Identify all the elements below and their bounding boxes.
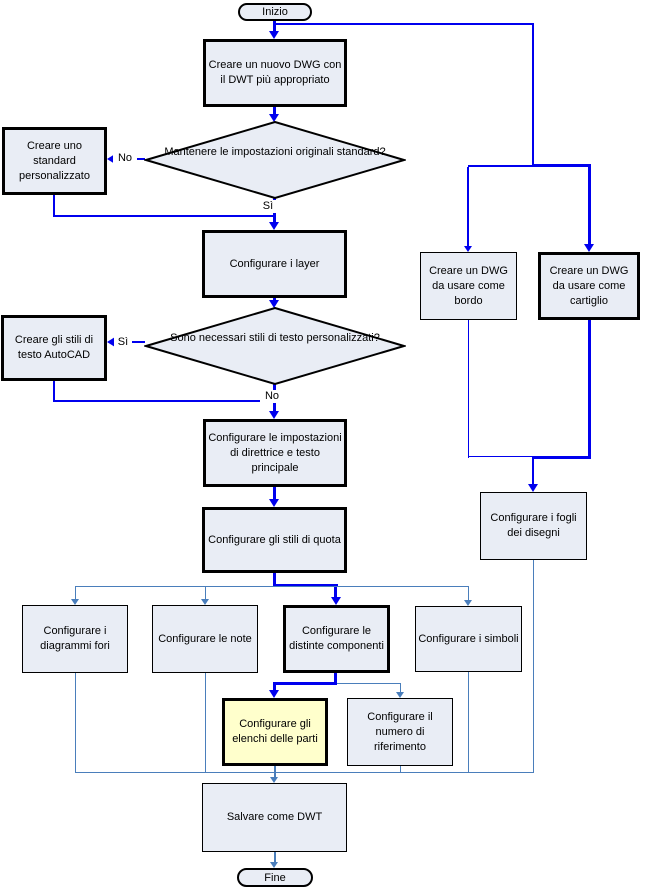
arrowhead-down-icon [269, 300, 279, 308]
node-configure-symbols: Configurare i simboli [415, 606, 522, 672]
arrowhead-down-icon [269, 114, 279, 122]
connector-line [75, 586, 76, 599]
connector-line [334, 584, 337, 597]
edge-label-no-1: No [113, 152, 137, 165]
connector-line [588, 320, 591, 458]
arrowhead-down-icon [464, 246, 472, 252]
arrowhead-down-icon [269, 499, 279, 507]
edge-label-yes-2: Sì [114, 336, 132, 349]
arrowhead-down-icon [270, 862, 278, 868]
arrowhead-down-icon [464, 600, 472, 606]
connector-line [75, 673, 76, 773]
arrowhead-down-icon [396, 692, 404, 698]
arrowhead-down-icon [584, 244, 594, 252]
node-configure-hole-charts: Configurare i diagrammi fori [22, 605, 128, 673]
connector-line [274, 852, 276, 862]
connector-line [467, 167, 469, 246]
connector-line [75, 586, 469, 587]
node-configure-dim-styles: Configurare gli stili di quota [202, 507, 347, 573]
connector-line [532, 456, 591, 459]
node-start: Inizio [238, 3, 312, 21]
decision-keep-standard-shape [144, 121, 406, 199]
connector-line [273, 107, 276, 114]
connector-line [468, 320, 469, 458]
node-configure-balloons: Configurare il numero di riferimento [347, 698, 453, 766]
connector-line [53, 215, 275, 217]
connector-line [205, 673, 206, 773]
connector-line [400, 766, 401, 773]
connector-line [334, 673, 337, 685]
connector-line [400, 683, 401, 692]
arrowhead-down-icon [71, 599, 79, 605]
connector-line [273, 584, 338, 587]
connector-line [273, 573, 276, 587]
arrowhead-left-icon [107, 154, 115, 164]
edge-label-yes-1: Sì [259, 200, 277, 213]
connector-line [53, 400, 275, 402]
connector-line [273, 21, 276, 31]
connector-line [337, 683, 401, 684]
node-configure-bom: Configurare le distinte componenti [283, 605, 390, 673]
connector-line [532, 457, 534, 484]
connector-line [53, 381, 55, 402]
connector-line [205, 586, 206, 599]
node-configure-layers: Configurare i layer [202, 230, 347, 298]
node-dwg-border: Creare un DWG da usare come bordo [420, 252, 517, 320]
arrowhead-down-icon [269, 411, 279, 419]
node-configure-notes: Configurare le note [152, 605, 258, 673]
connector-line [75, 772, 534, 773]
node-configure-leader-text: Configurare le impostazioni di direttric… [203, 419, 347, 487]
arrowhead-left-icon [107, 337, 115, 347]
node-configure-sheets: Configurare i fogli dei disegni [480, 492, 587, 560]
connector-line [533, 560, 534, 773]
node-configure-parts-lists: Configurare gli elenchi delle parti [222, 698, 328, 766]
arrowhead-down-icon [331, 597, 341, 605]
node-create-text-styles: Creare gli stili di testo AutoCAD [1, 315, 107, 381]
connector-line [468, 672, 469, 773]
connector-line [532, 164, 591, 167]
connector-line [273, 298, 276, 300]
arrowhead-down-icon [269, 222, 279, 230]
arrowhead-down-icon [201, 599, 209, 605]
arrowhead-down-icon [269, 31, 279, 39]
connector-line [274, 766, 276, 777]
connector-line [532, 23, 534, 167]
node-dwg-titleblock: Creare un DWG da usare come cartiglio [538, 252, 640, 320]
connector-line [588, 167, 591, 244]
edge-label-no-2: No [260, 390, 284, 403]
node-save-dwt: Salvare come DWT [202, 783, 347, 852]
node-create-standard: Creare uno standard personalizzato [2, 127, 107, 195]
node-end: Fine [237, 868, 313, 887]
decision-text-styles-shape [144, 307, 406, 385]
arrowhead-down-icon [528, 484, 538, 492]
connector-line [273, 487, 276, 499]
connector-line [468, 456, 533, 457]
decision-keep-standard-label: Mantenere le impostazioni originali stan… [164, 146, 386, 158]
arrowhead-down-icon [269, 690, 279, 698]
decision-text-styles-label: Sono necessari stili di testo personaliz… [170, 332, 380, 344]
connector-line [273, 682, 276, 690]
connector-line [53, 195, 55, 217]
connector-line [468, 165, 534, 167]
connector-line [274, 23, 534, 25]
connector-line [273, 682, 337, 685]
node-create-dwg: Creare un nuovo DWG con il DWT più appro… [203, 39, 347, 107]
arrowhead-down-icon [270, 777, 278, 783]
connector-line [468, 586, 469, 600]
